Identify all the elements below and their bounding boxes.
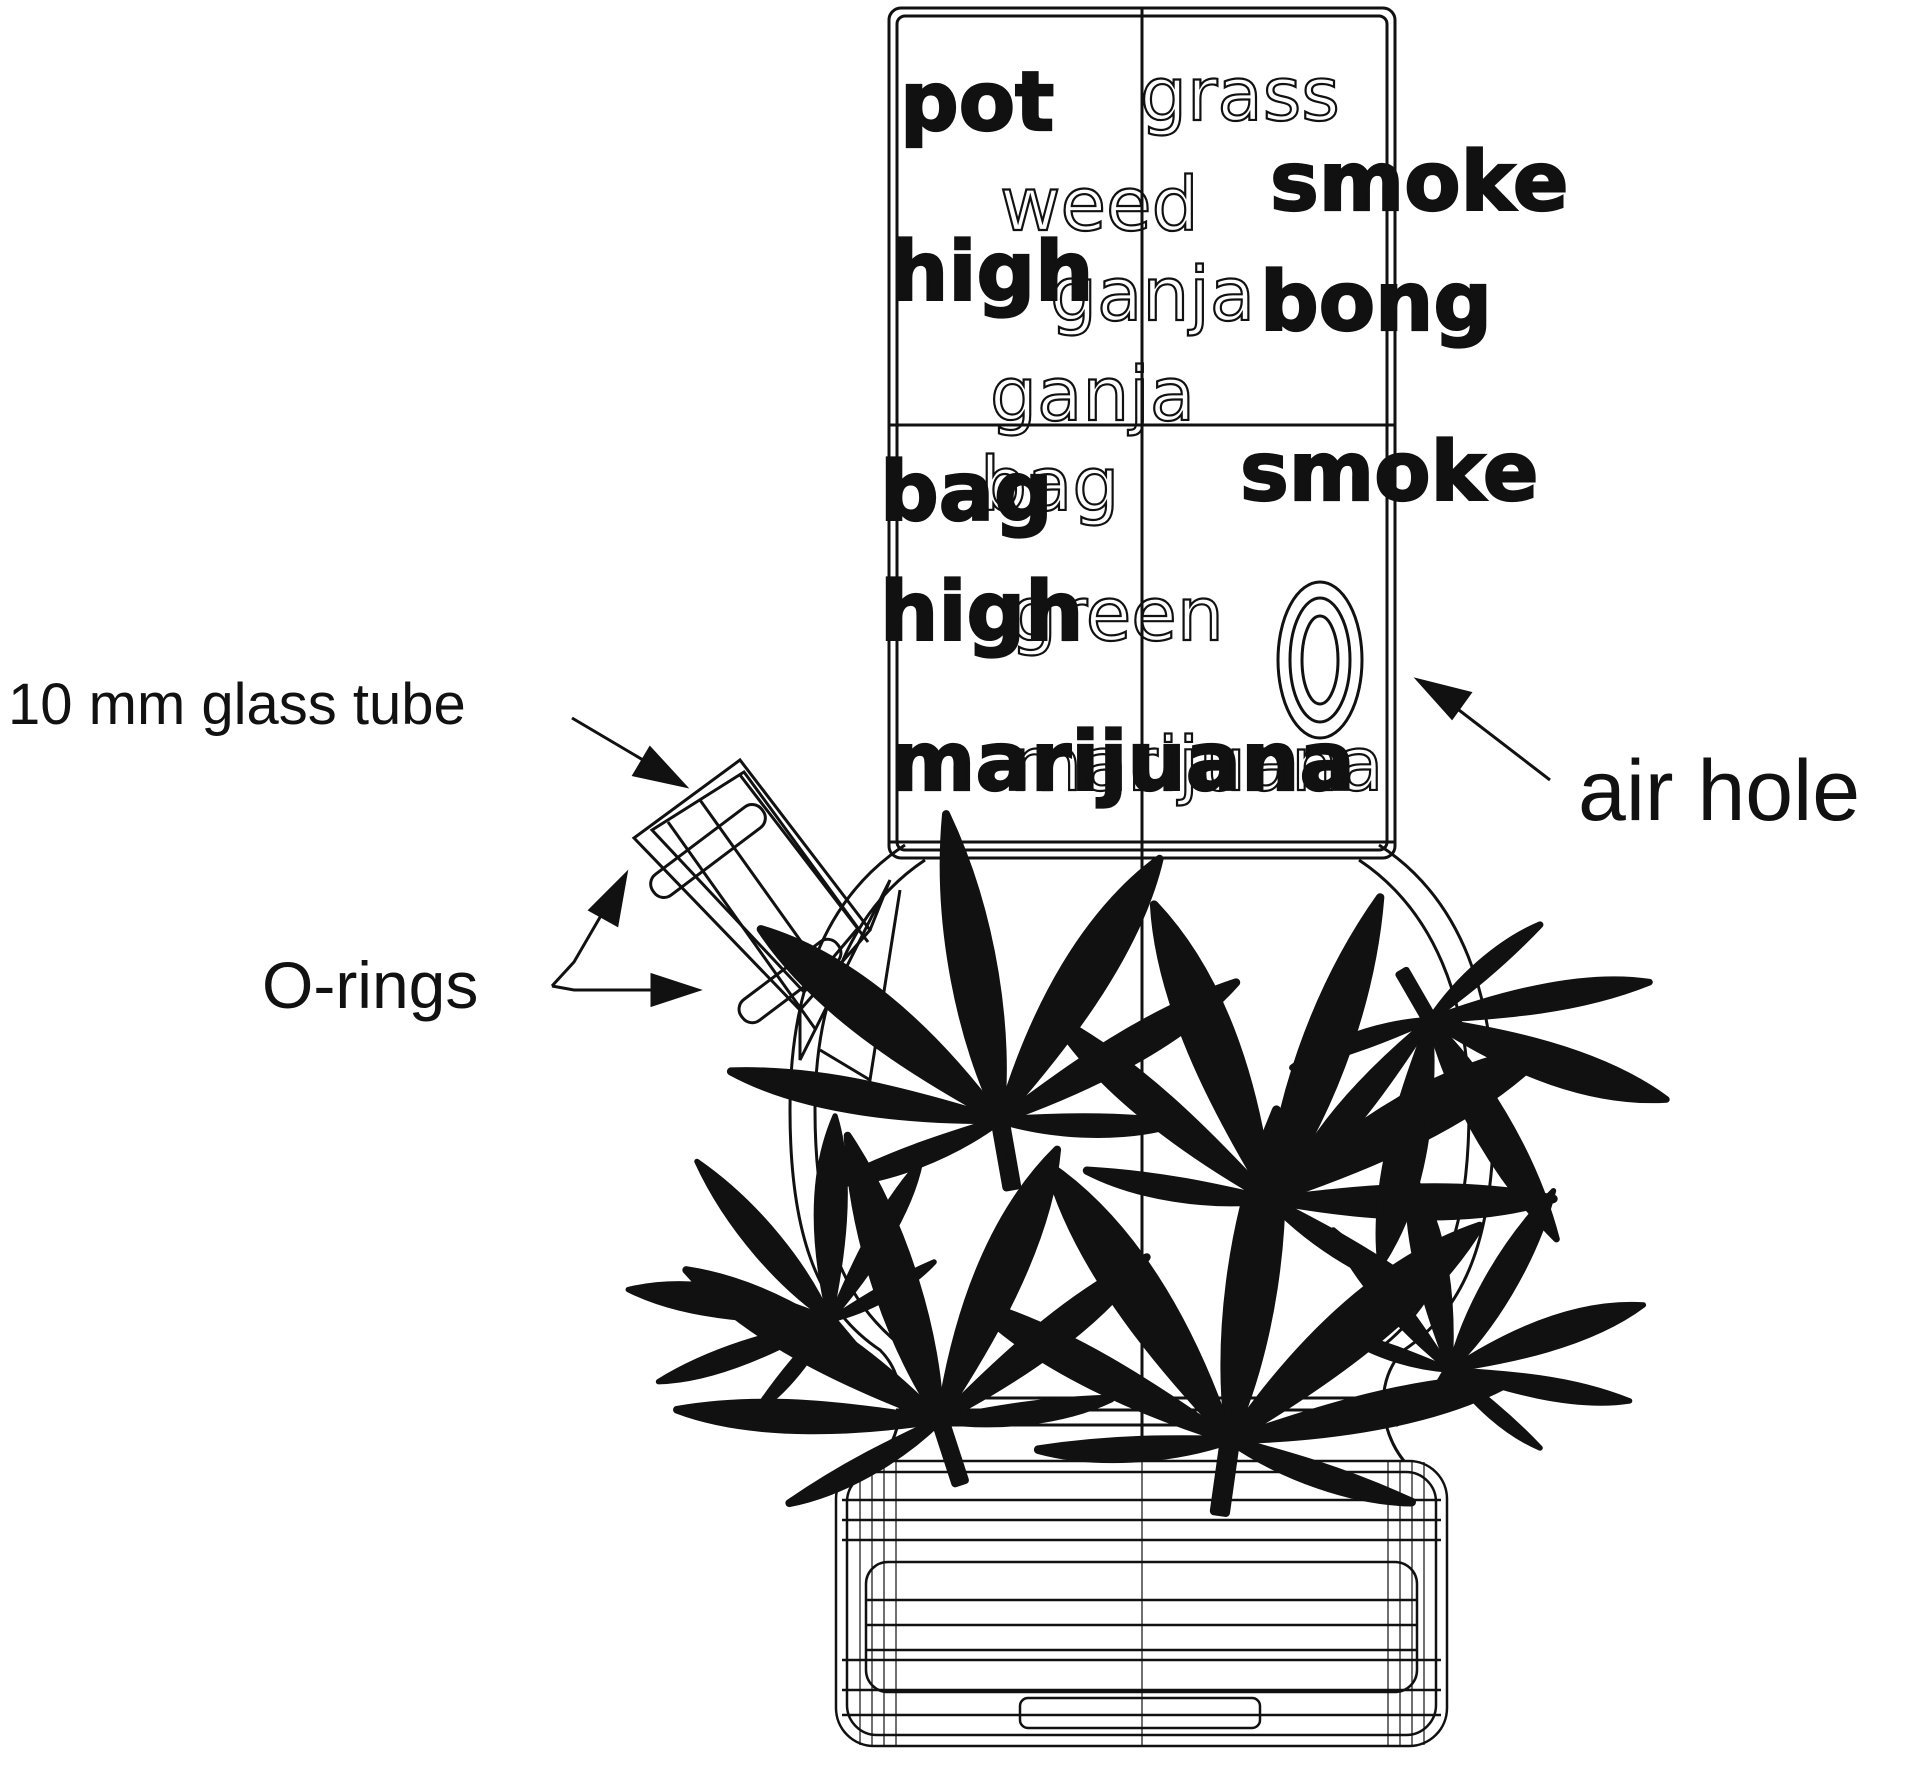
pattern-word: grass <box>1140 52 1340 138</box>
pattern-word: smoke <box>1240 425 1539 520</box>
pattern-word: ganja <box>1050 252 1255 338</box>
pattern-word: pot <box>900 55 1054 150</box>
air-hole-label: air hole <box>1578 743 1861 839</box>
o-ring-shapes <box>649 802 843 1025</box>
pattern-word: ganja <box>990 352 1195 438</box>
bong-neck <box>887 6 1397 860</box>
pattern-word: green <box>1010 572 1224 658</box>
decorative-lettering: pot grass weed smoke high ganja bong gan… <box>879 51 1570 811</box>
pattern-word: smoke <box>1270 135 1569 230</box>
air-hole <box>1276 580 1364 740</box>
base-ribs <box>859 1462 1425 1745</box>
pattern-word: bag <box>880 445 1053 540</box>
o-rings-label: O-rings <box>262 948 479 1022</box>
pattern-word: bong <box>1260 255 1492 350</box>
pattern-word: marijuana <box>1010 722 1383 808</box>
pattern-word: weed <box>1000 162 1199 248</box>
callout-arrows <box>550 677 1551 1008</box>
glass-tube-label: 10 mm glass tube <box>8 672 466 737</box>
leaf-pattern <box>566 770 1738 1558</box>
pattern-word: marijuana <box>890 715 1355 810</box>
pattern-word: bag <box>980 442 1119 528</box>
pattern-word: high <box>890 225 1094 320</box>
pattern-word: high <box>880 565 1084 660</box>
